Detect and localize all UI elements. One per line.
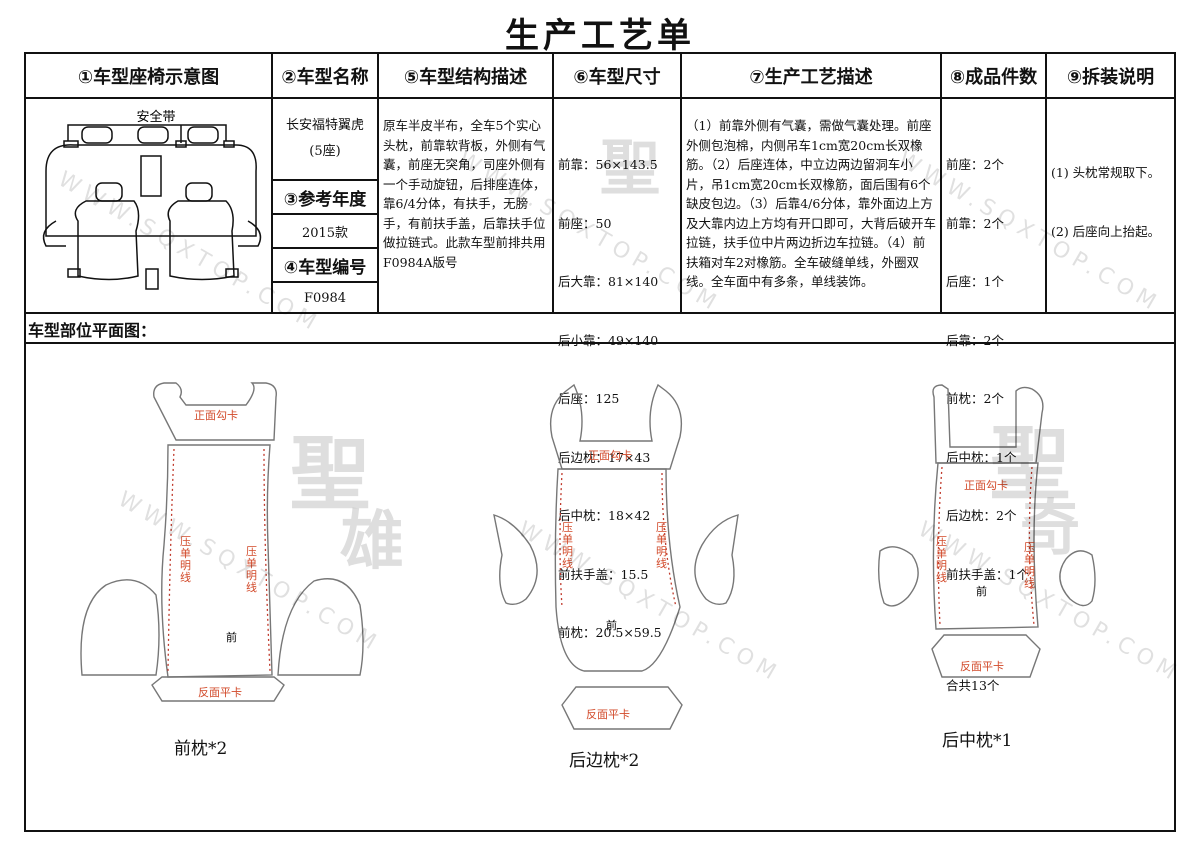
press-line-label-3: 压单明线 [562, 521, 573, 570]
count-item: 前枕：2个 [946, 391, 1004, 406]
install-item: (2) 后座向上抬起。 [1051, 223, 1161, 239]
front-headrest-pattern [80, 382, 364, 702]
caption-front-headrest: 前枕*2 [174, 739, 228, 759]
press-line-label-5: 压单明线 [936, 535, 947, 584]
process-description: （1）前靠外侧有气囊，需做气囊处理。前座外侧包泡棉，内侧吊车1cm宽20cm长双… [686, 118, 937, 289]
header-counts: ⑧成品件数 [942, 54, 1045, 99]
page-title: 生产工艺单 [505, 16, 695, 56]
size-item: 前扶手盖：15.5 [558, 566, 649, 582]
front-mark-2: 前 [606, 618, 617, 632]
caption-rear-side-headrest: 后边枕*2 [569, 751, 640, 771]
size-item: 后座：125 [558, 391, 620, 406]
count-item: 后边枕：2个 [946, 508, 1017, 523]
press-line-label-1: 压单明线 [180, 535, 191, 584]
code-header: ④车型编号 [273, 249, 377, 283]
header-vehicle-name: ②车型名称 [273, 54, 377, 99]
front-hook-label-3: 正面勾卡 [964, 479, 1008, 492]
vehicle-name: 长安福特翼虎 (5座) [273, 99, 377, 181]
press-line-label-4: 压单明线 [656, 521, 667, 570]
front-hook-label-2: 正面勾卡 [588, 449, 632, 462]
back-flat-label-1: 反面平卡 [198, 686, 242, 699]
size-item: 后边枕：17×43 [558, 449, 651, 465]
structure-column: ⑤车型结构描述 原车半皮半布，全车5个实心头枕，前靠软背板，外侧有气囊，前座无突… [379, 54, 554, 314]
front-hook-label-1: 正面勾卡 [194, 409, 238, 422]
count-item: 前靠：2个 [946, 215, 1004, 231]
rear-side-headrest-pattern [493, 383, 739, 730]
vehicle-info-column: ②车型名称 长安福特翼虎 (5座) ③参考年度 2015款 ④车型编号 F098… [273, 54, 379, 314]
size-item: 后大靠：81×140 [558, 274, 659, 289]
process-sheet: ①车型座椅示意图 安全带 [24, 52, 1176, 832]
rear-center-headrest-pattern [877, 384, 1096, 678]
header-seat-diagram: ①车型座椅示意图 [26, 54, 271, 99]
vehicle-code: F0984 [303, 291, 347, 306]
header-install: ⑨拆装说明 [1047, 54, 1174, 99]
header-structure: ⑤车型结构描述 [379, 54, 552, 99]
process-column: ⑦生产工艺描述 （1）前靠外侧有气囊，需做气囊处理。前座外侧包泡棉，内侧吊车1c… [682, 54, 942, 314]
count-total: 合共13个 [946, 678, 1000, 693]
size-item: 前枕：20.5×59.5 [558, 625, 662, 640]
front-mark-3: 前 [976, 584, 987, 598]
press-line-label-2: 压单明线 [246, 545, 257, 594]
seatbelt-label: 安全带 [136, 109, 175, 125]
structure-description: 原车半皮半布，全车5个实心头枕，前靠软背板，外侧有气囊，前座无突角，司座外侧有一… [383, 118, 546, 270]
section2-label: 车型部位平面图： [28, 321, 157, 340]
header-sizes: ⑥车型尺寸 [554, 54, 680, 99]
count-item: 后座：1个 [946, 274, 1004, 289]
count-item: 前扶手盖：1个 [946, 566, 1029, 582]
year-header: ③参考年度 [273, 181, 377, 215]
install-column: ⑨拆装说明 (1) 头枕常规取下。 (2) 后座向上抬起。 [1047, 54, 1174, 314]
seat-diagram: 安全带 [42, 109, 262, 290]
size-item: 前座：50 [558, 215, 612, 231]
pattern-drawings: 正面勾卡 反面平卡 压单明线 压单明线 前 正面勾卡 反面平卡 压单明线 压单明… [80, 382, 1096, 730]
back-flat-label-2: 反面平卡 [586, 708, 630, 721]
size-item: 后中枕：18×42 [558, 508, 651, 523]
caption-rear-center-headrest: 后中枕*1 [942, 731, 1013, 751]
sizes-column: ⑥车型尺寸 前靠：56×143.5 前座：50 后大靠：81×140 后小靠：4… [554, 54, 682, 640]
counts-column: ⑧成品件数 前座：2个 前靠：2个 后座：1个 后靠：2个 前枕：2个 后中枕：… [942, 54, 1047, 693]
row-divider [26, 312, 1174, 314]
count-item: 后中枕：1个 [946, 449, 1017, 465]
row-divider [26, 342, 1174, 344]
front-mark-1: 前 [226, 630, 237, 644]
back-flat-label-3: 反面平卡 [960, 660, 1004, 673]
seat-diagram-column: ①车型座椅示意图 安全带 [26, 54, 273, 314]
install-list: (1) 头枕常规取下。 (2) 后座向上抬起。 [1051, 124, 1171, 280]
press-line-label-6: 压单明线 [1024, 541, 1035, 590]
vehicle-year: 2015款 [273, 215, 377, 249]
header-process: ⑦生产工艺描述 [682, 54, 940, 99]
count-item: 前座：2个 [946, 157, 1004, 172]
install-item: (1) 头枕常规取下。 [1051, 165, 1161, 180]
size-item: 前靠：56×143.5 [558, 157, 658, 172]
